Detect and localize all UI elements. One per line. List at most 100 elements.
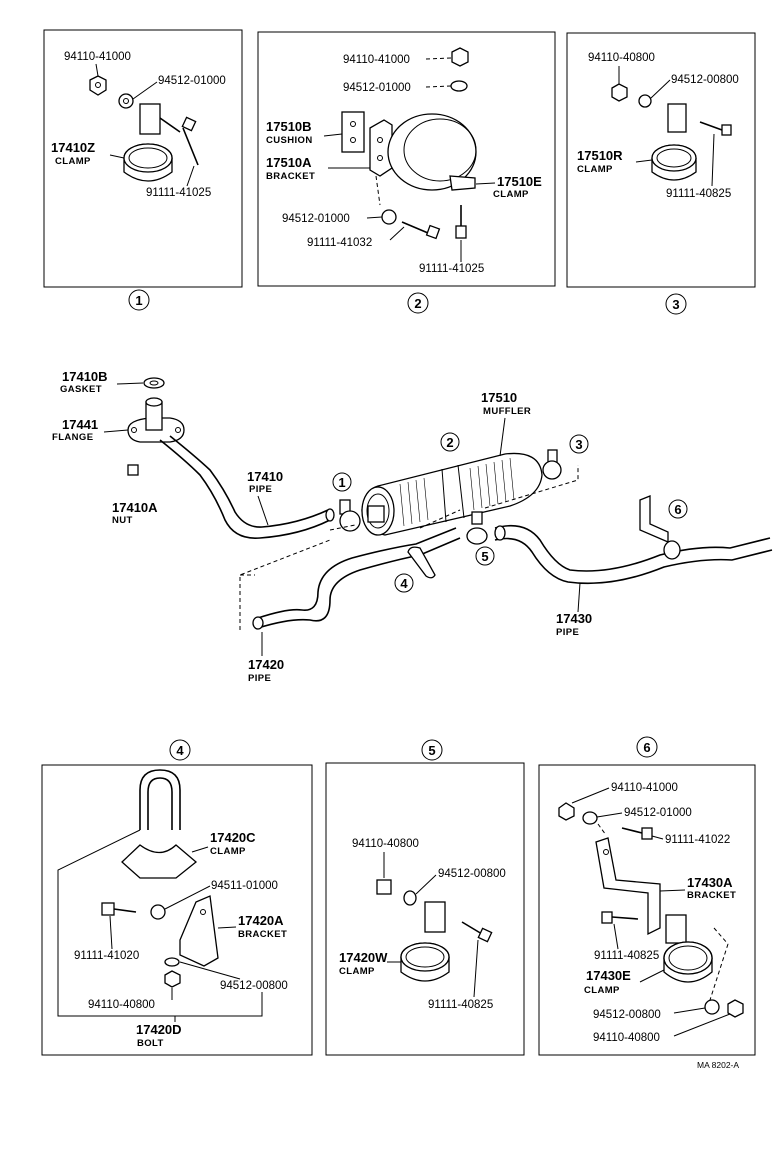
callout-marker bbox=[569, 434, 589, 454]
hex-nut-icon bbox=[89, 75, 107, 96]
panel-marker-number: 3 bbox=[672, 297, 679, 312]
part-code-label: 17420A bbox=[238, 913, 284, 928]
part-desc-label: CUSHION bbox=[266, 135, 313, 146]
panel-marker-number: 5 bbox=[428, 743, 435, 758]
part-desc-label: FLANGE bbox=[52, 432, 93, 443]
clamp-icon bbox=[123, 103, 181, 182]
panel-marker bbox=[636, 736, 658, 758]
clamp-icon bbox=[400, 901, 450, 982]
u-bolt-icon bbox=[139, 769, 181, 830]
panel-marker bbox=[665, 293, 687, 315]
part-code-label: 17420W bbox=[339, 950, 388, 965]
part-number-label: 94110-41000 bbox=[611, 782, 678, 794]
pipe-17430-icon bbox=[494, 524, 771, 572]
gasket-icon bbox=[143, 377, 165, 389]
part-desc-label: CLAMP bbox=[584, 985, 620, 996]
panel-marker-number: 6 bbox=[643, 740, 650, 755]
part-code-label: 17430 bbox=[556, 611, 592, 626]
part-number-label: 94110-40800 bbox=[88, 999, 155, 1011]
part-code-label: 17410B bbox=[62, 369, 108, 384]
clamp-icon bbox=[121, 844, 198, 879]
part-number-label: 94511-01000 bbox=[211, 880, 278, 892]
part-desc-label: BRACKET bbox=[238, 929, 287, 940]
part-number-label: 91111-41020 bbox=[74, 950, 139, 962]
clamp-icon bbox=[407, 546, 436, 579]
panel-marker-number: 1 bbox=[135, 293, 142, 308]
bolt-icon bbox=[601, 911, 639, 924]
hex-nut-icon bbox=[558, 802, 575, 821]
clamp-icon bbox=[663, 914, 713, 983]
panel-marker bbox=[128, 289, 150, 311]
clamp-icon bbox=[339, 499, 361, 532]
part-desc-label: CLAMP bbox=[339, 966, 375, 977]
muffler-icon bbox=[361, 452, 543, 536]
part-code-label: 17420C bbox=[210, 830, 256, 845]
bolt-icon bbox=[401, 221, 441, 240]
part-desc-label: BOLT bbox=[137, 1038, 164, 1049]
part-number-label: 91111-40825 bbox=[428, 999, 493, 1011]
panel-1: 94110-41000 94512-01000 17410Z CLAMP 911… bbox=[51, 51, 226, 199]
part-desc-label: GASKET bbox=[60, 384, 102, 395]
part-number-label: 94110-41000 bbox=[343, 54, 410, 66]
bolt-icon bbox=[101, 902, 137, 916]
part-desc-label: BRACKET bbox=[687, 890, 736, 901]
part-desc-label: PIPE bbox=[556, 627, 579, 638]
part-desc-label: PIPE bbox=[249, 484, 272, 495]
part-desc-label: PIPE bbox=[248, 673, 271, 684]
part-number-label: 94512-01000 bbox=[158, 75, 226, 87]
hex-nut-icon bbox=[127, 464, 139, 476]
panel-marker-number: 4 bbox=[176, 743, 184, 758]
part-desc-label: BRACKET bbox=[266, 171, 315, 182]
callout-marker-number: 1 bbox=[338, 475, 345, 490]
part-number-label: 94110-40800 bbox=[588, 52, 655, 64]
part-desc-label: MUFFLER bbox=[483, 406, 531, 417]
panel-marker-number: 2 bbox=[414, 296, 421, 311]
washer-icon bbox=[450, 80, 468, 92]
washer-icon bbox=[704, 999, 720, 1015]
main-assembly: 17410B GASKET 17441 FLANGE 17410A NUT 17… bbox=[52, 369, 773, 684]
part-number-label: 94512-01000 bbox=[282, 213, 350, 225]
drawing-reference: MA 8202-A bbox=[697, 1060, 739, 1070]
callout-marker bbox=[394, 573, 414, 593]
part-number-label: 94512-01000 bbox=[624, 807, 692, 819]
bolt-icon bbox=[621, 827, 653, 840]
part-number-label: 91111-41025 bbox=[146, 187, 211, 199]
part-code-label: 17420D bbox=[136, 1022, 182, 1037]
cushion-icon bbox=[341, 111, 365, 153]
callout-marker-number: 3 bbox=[575, 437, 582, 452]
bracket-icon bbox=[595, 837, 661, 936]
part-code-label: 17510A bbox=[266, 155, 312, 170]
washer-icon bbox=[582, 811, 598, 825]
clamp-icon bbox=[466, 511, 488, 545]
bracket-icon bbox=[639, 495, 681, 560]
part-number-label: 91111-41025 bbox=[419, 263, 484, 275]
panel-4-frame bbox=[41, 764, 313, 1056]
flange-icon bbox=[127, 397, 185, 443]
part-desc-label: CLAMP bbox=[493, 189, 529, 200]
part-desc-label: CLAMP bbox=[55, 156, 91, 167]
hex-nut-icon bbox=[451, 47, 469, 67]
part-number-label: 94512-00800 bbox=[220, 980, 288, 992]
clamp-icon bbox=[542, 449, 562, 480]
part-number-label: 91111-40825 bbox=[666, 188, 731, 200]
part-desc-label: NUT bbox=[112, 515, 133, 526]
part-desc-label: CLAMP bbox=[577, 164, 613, 175]
washer-icon bbox=[638, 94, 652, 108]
panel-1-frame bbox=[43, 29, 243, 288]
part-code-label: 17441 bbox=[62, 417, 98, 432]
callout-marker-number: 2 bbox=[446, 435, 453, 450]
part-number-label: 91111-41022 bbox=[665, 834, 730, 846]
callout-marker-number: 6 bbox=[674, 502, 681, 517]
panel-2: 94110-41000 94512-01000 17510B CUSHION 1… bbox=[266, 47, 542, 275]
callout-marker-number: 4 bbox=[400, 576, 408, 591]
part-desc-label: CLAMP bbox=[210, 846, 246, 857]
callout-marker bbox=[668, 499, 688, 519]
hex-nut-icon bbox=[164, 970, 181, 988]
washer-icon bbox=[164, 957, 180, 967]
part-number-label: 91111-40825 bbox=[594, 950, 659, 962]
panel-6: 94110-41000 94512-01000 91111-41022 1743… bbox=[558, 782, 744, 1044]
callout-marker bbox=[332, 472, 352, 492]
panel-marker bbox=[421, 739, 443, 761]
callout-marker bbox=[475, 546, 495, 566]
